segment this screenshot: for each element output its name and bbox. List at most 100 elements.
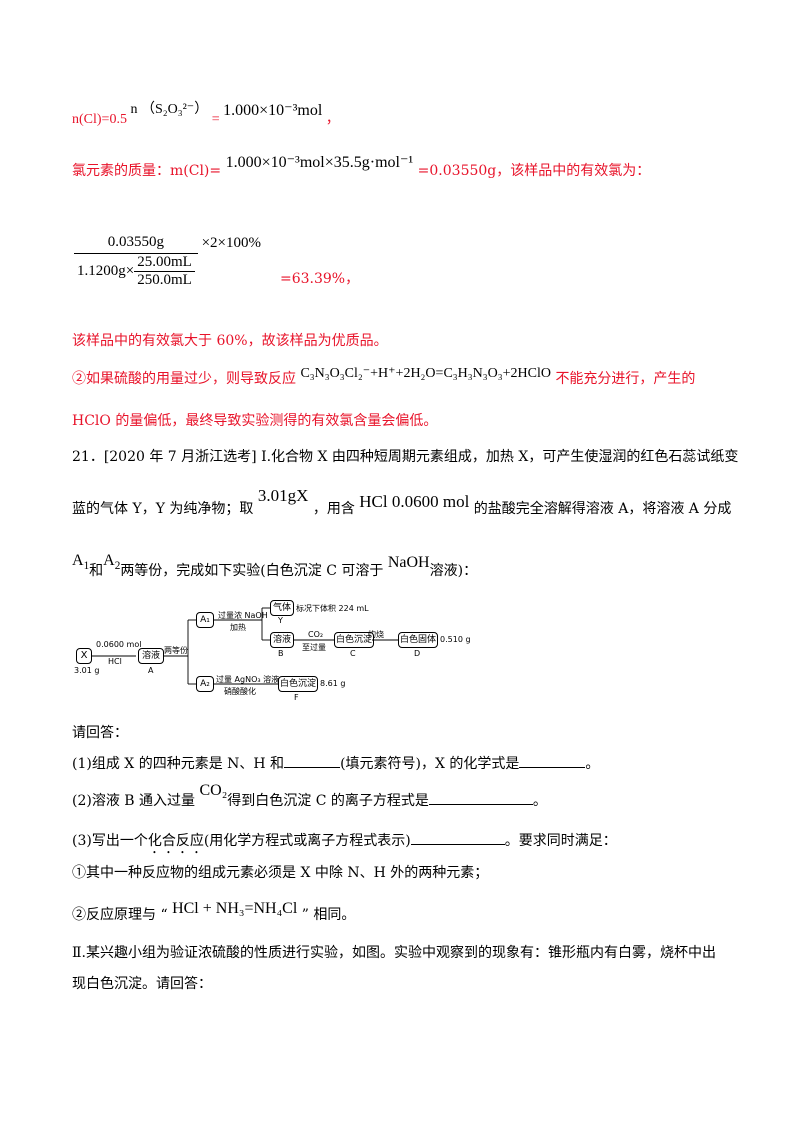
precipitate-f-tag: F xyxy=(294,693,299,702)
p2-mass: 3.01gX xyxy=(257,486,309,505)
answer-blank-elements[interactable] xyxy=(284,753,341,768)
thiosulfate: （S₂O₃²⁻） xyxy=(140,102,209,117)
sample-mass: 1.1200g× xyxy=(77,262,135,279)
solution-a-box: 溶液 xyxy=(138,648,164,664)
experiment-flowchart: X 3.01 g 0.0600 mol HCl 溶液 A 两等份 A₁ A₂ 过… xyxy=(72,598,374,708)
fraction-result: =63.39%， xyxy=(280,271,360,287)
s1-text-b: (填元素符号)，X 的化学式是 xyxy=(340,756,520,772)
hcl-amount: 0.0600 mol xyxy=(96,640,142,649)
a2-label: A2 xyxy=(103,552,121,573)
flowchart-lines-2 xyxy=(372,639,398,641)
n-symbol: n xyxy=(130,102,138,117)
volume-denominator: 250.0mL xyxy=(137,272,192,288)
main-fraction: 0.03550g 1.1200g× 25.00mL 250.0mL xyxy=(74,234,198,289)
s2-text-a: (2)溶液 B 通入过量 xyxy=(72,793,196,809)
precipitate-c-box: 白色沉淀 xyxy=(334,632,374,648)
volume-ratio: 25.00mL 250.0mL xyxy=(134,254,195,289)
condition-1: ①其中一种反应物的组成元素必须是 X 中除 N、H 外的两种元素； xyxy=(72,865,489,881)
solid-d-tag: D xyxy=(414,649,421,658)
sub-question-2: (2)溶液 B 通入过量 CO₂得到白色沉淀 C 的离子方程式是 。 xyxy=(72,782,547,810)
precipitate-f-mass: 8.61 g xyxy=(320,679,346,688)
hclo-line: HClO 的量偏低，最终导致实验测得的有效氯含量会偏低。 xyxy=(72,413,438,429)
mol-value: 1.000×10⁻³mol xyxy=(223,102,323,119)
agno3-label: 过量 AgNO₃ 溶液 xyxy=(216,675,280,684)
mass-expression: 1.000×10⁻³mol×35.5g·mol⁻¹ xyxy=(225,154,414,171)
effective-chlorine-fraction: 0.03550g 1.1200g× 25.00mL 250.0mL ×2×100… xyxy=(74,234,261,289)
solid-d-box: 白色固体 xyxy=(398,632,438,648)
solution-a-tag: A xyxy=(148,666,154,675)
c2-text-b: ” 相同。 xyxy=(301,907,356,923)
fraction-denominator: 1.1200g× 25.00mL 250.0mL xyxy=(74,254,198,289)
s2-text-c: 。 xyxy=(532,793,547,809)
conclusion-line: 该样品中的有效氯大于 60%，故该样品为优质品。 xyxy=(72,333,388,349)
s3-text-b: (用化学方程式或离子方程式表示) xyxy=(203,833,411,849)
s1-text-a: (1)组成 X 的四种元素是 N、H 和 xyxy=(72,756,285,772)
s3-text-c: 。要求同时满足： xyxy=(504,833,617,849)
hno3-label: 硝酸酸化 xyxy=(224,687,256,696)
p3-text-c: 溶液)： xyxy=(429,563,478,579)
reaction-intro: ②如果硫酸的用量过少，则导致反应 xyxy=(72,371,296,387)
burn-label: 灼烧 xyxy=(368,630,384,639)
co2-excess: 至过量 xyxy=(302,643,326,652)
line-n-cl: n(Cl)=0.5 n （S₂O₃²⁻） = 1.000×10⁻³mol ， xyxy=(72,102,340,128)
fraction-numerator: 0.03550g xyxy=(74,234,198,254)
condition-2: ②反应原理与 “ HCl + NH₃=NH₄Cl ” 相同。 xyxy=(72,900,356,924)
answer-blank-ionic-equation[interactable] xyxy=(428,790,533,805)
precipitate-c-tag: C xyxy=(350,649,356,658)
sub-question-1: (1)组成 X 的四种元素是 N、H 和 (填元素符号)，X 的化学式是 。 xyxy=(72,753,599,773)
p2-text-a: 蓝的气体 Y，Y 为纯净物；取 xyxy=(72,501,254,517)
line-mass-cl: 氯元素的质量：m(Cl)= 1.000×10⁻³mol×35.5g·mol⁻¹ … xyxy=(72,154,651,180)
p3-text-b: 两等份，完成如下实验(白色沉淀 C 可溶于 xyxy=(120,563,384,579)
n-cl-label: n(Cl)=0.5 xyxy=(72,112,127,127)
gas-tag: Y xyxy=(278,616,283,625)
mass-label: 氯元素的质量：m(Cl)= xyxy=(72,163,222,179)
line-reaction: ②如果硫酸的用量过少，则导致反应 C₃N₃O₃Cl₂⁻+H⁺+2H₂O=C₃H₃… xyxy=(72,366,696,388)
a1-label: A1 xyxy=(72,552,90,573)
s3-text-a: (3)写出一个 xyxy=(72,833,148,849)
split-label: 两等份 xyxy=(164,646,188,655)
c2-equation: HCl + NH₃=NH₄Cl xyxy=(172,900,298,917)
equals: = xyxy=(211,112,220,127)
reaction-outro: 不能充分进行，产生的 xyxy=(555,371,696,387)
x-box: X xyxy=(76,648,92,664)
s3-emphasis: 化合反应 xyxy=(147,833,204,849)
heat-label: 加热 xyxy=(230,623,246,632)
s1-text-c: 。 xyxy=(585,756,600,772)
a2-box: A₂ xyxy=(196,676,214,692)
c2-text-a: ②反应原理与 “ xyxy=(72,907,168,923)
precipitate-f-box: 白色沉淀 xyxy=(278,676,318,692)
q21-paragraph-2: 蓝的气体 Y，Y 为纯净物；取 3.01gX ，用含 HCl 0.0600 mo… xyxy=(72,486,732,518)
solution-b-box: 溶液 xyxy=(270,632,294,648)
q21-paragraph-3: A1和A2两等份，完成如下实验(白色沉淀 C 可溶于 NaOH溶液)： xyxy=(72,552,478,582)
hcl-label: HCl xyxy=(108,657,122,666)
solid-d-mass: 0.510 g xyxy=(440,635,471,644)
p2-text-b: ，用含 xyxy=(312,501,355,517)
p2-hcl: HCl 0.0600 mol xyxy=(359,492,470,511)
x-mass: 3.01 g xyxy=(74,666,100,675)
p3-naoh: NaOH xyxy=(387,554,430,571)
answer-blank-formula[interactable] xyxy=(519,753,586,768)
ask-label: 请回答： xyxy=(72,725,128,741)
and-text: 和 xyxy=(89,563,104,579)
answer-blank-combination[interactable] xyxy=(410,830,505,845)
s2-text-b: 得到白色沉淀 C 的离子方程式是 xyxy=(227,793,429,809)
comma: ， xyxy=(325,112,340,127)
gas-box: 气体 xyxy=(270,600,294,616)
mass-result: =0.03550g，该样品中的有效氯为： xyxy=(417,163,651,179)
flowchart-lines xyxy=(90,607,334,685)
p2-text-c: 的盐酸完全溶解得溶液 A，将溶液 A 分成 xyxy=(473,501,732,517)
flowchart-continuation: 灼烧 白色固体 0.510 g D xyxy=(368,598,482,658)
part-2-line-1: Ⅱ.某兴趣小组为验证浓硫酸的性质进行实验，如图。实验中观察到的现象有：锥形瓶内有… xyxy=(72,945,716,961)
co2-label: CO₂ xyxy=(308,630,324,639)
sub-question-3: (3)写出一个化合反应(用化学方程式或离子方程式表示) 。要求同时满足： xyxy=(72,830,617,857)
fraction-multiplier: ×2×100% xyxy=(201,235,261,251)
naoh-label: 过量浓 NaOH xyxy=(218,611,268,620)
q21-paragraph-1: 21．[2020 年 7 月浙江选考] Ⅰ.化合物 X 由四种短周期元素组成，加… xyxy=(72,449,739,465)
reaction-equation: C₃N₃O₃Cl₂⁻+H⁺+2H₂O=C₃H₃N₃O₃+2HClO xyxy=(300,366,551,381)
solution-b-tag: B xyxy=(278,649,284,658)
part-2-line-2: 现白色沉淀。请回答： xyxy=(72,976,212,992)
gas-volume: 标况下体积 224 mL xyxy=(296,604,369,613)
a1-box: A₁ xyxy=(196,612,214,628)
volume-numerator: 25.00mL xyxy=(134,254,195,272)
s2-co2: CO₂ xyxy=(199,782,228,799)
